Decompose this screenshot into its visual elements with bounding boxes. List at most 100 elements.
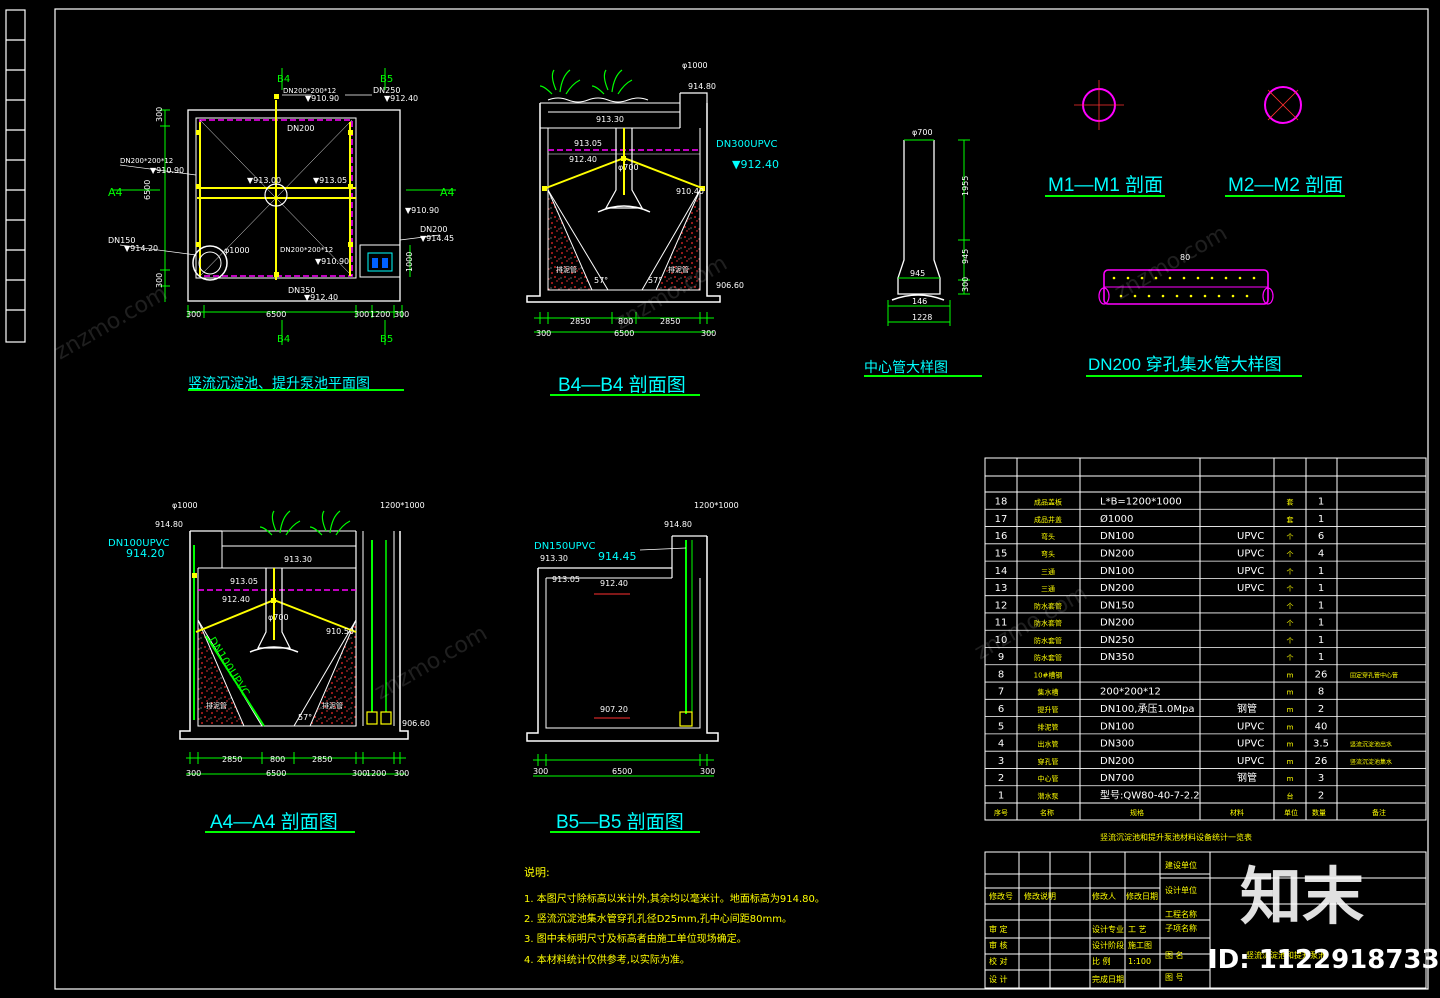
cp-h300: 300 [961, 277, 970, 292]
tb-design-unit: 设计单位 [1165, 885, 1197, 895]
a4-dim-2850a: 2850 [222, 755, 242, 764]
plan-dim-1000: 1000 [405, 252, 414, 272]
table-cell-name: 10#槽钢 [1034, 670, 1063, 679]
tb-sub-project: 子项名称 [1165, 923, 1197, 933]
table-cell-no: 5 [998, 721, 1004, 732]
table-cell-unit: 个 [1287, 585, 1294, 593]
a4-sludge-right: 排泥管 [322, 701, 343, 710]
m2-section-title: M2—M2 剖面 [1228, 174, 1343, 196]
table-cell-unit: m [1287, 706, 1294, 714]
svg-text:数量: 数量 [1312, 808, 1326, 817]
table-cell-qty: 2 [1318, 790, 1324, 801]
table-cell-qty: 4 [1318, 548, 1324, 559]
table-cell-qty: 1 [1318, 566, 1324, 577]
tb-discipline: 设计专业 [1092, 924, 1124, 934]
watermark-layer: znzmo.com znzmo.com znzmo.com znzmo.com … [51, 221, 1232, 705]
table-cell-unit: m [1287, 775, 1294, 783]
table-cell-no: 9 [998, 652, 1004, 663]
svg-text:材料: 材料 [1230, 808, 1244, 817]
note-4: 4. 本材料统计仅供参考,以实际为准。 [524, 953, 690, 966]
plan-a4-right: A4 [440, 186, 455, 199]
table-cell-unit: 个 [1287, 568, 1294, 576]
table-cell-mat: UPVC [1237, 721, 1264, 732]
svg-text:单位: 单位 [1284, 808, 1298, 817]
a4-dim-2850b: 2850 [312, 755, 332, 764]
table-cell-qty: 8 [1318, 687, 1324, 698]
a4-e910-50: 910.50 [326, 627, 354, 636]
plan-e914-45: ▼914.45 [420, 234, 454, 243]
table-cell-unit: m [1287, 671, 1294, 679]
b5-dim-300a: 300 [533, 767, 548, 776]
note-2: 2. 竖流沉淀池集水管穿孔孔径D25mm,孔中心间距80mm。 [524, 912, 792, 925]
table-cell-no: 10 [995, 635, 1008, 646]
table-cell-qty: 3 [1318, 773, 1324, 784]
a4-angle: 57° [298, 713, 312, 722]
table-cell-mat: UPVC [1237, 583, 1264, 594]
a4-e913-05: 913.05 [230, 577, 258, 586]
plan-e910-90a: ▼910.90 [305, 94, 339, 103]
b4-sludge-left: 排泥管 [556, 265, 577, 274]
table-cell-no: 13 [995, 583, 1008, 594]
tb-review: 审 定 [989, 924, 1008, 934]
tb-drawing-name: 图 名 [1165, 950, 1184, 960]
table-cell-unit: 个 [1287, 533, 1294, 541]
table-cell-unit: 个 [1287, 602, 1294, 610]
table-cell-spec: DN200 [1100, 756, 1134, 767]
b4-phi1000: φ1000 [682, 61, 708, 70]
a4-section [179, 510, 409, 833]
b4-angle-left: 57° [594, 276, 608, 285]
b4-e913-05: 913.05 [574, 139, 602, 148]
table-cell-unit: 个 [1287, 637, 1294, 645]
a4-lid: 1200*1000 [380, 501, 425, 510]
b4-e912-40b: ▼912.40 [732, 158, 779, 171]
plan-e910-90b: ▼910.90 [150, 166, 184, 175]
table-cell-unit: m [1287, 758, 1294, 766]
table-cell-no: 14 [995, 566, 1008, 577]
note-3: 3. 图中未标明尺寸及标高者由施工单位现场确定。 [524, 932, 747, 945]
table-cell-no: 3 [998, 756, 1004, 767]
cp-h1955: 1955 [961, 176, 970, 196]
a4-dim-300c: 300 [394, 769, 409, 778]
table-cell-name: 提升管 [1038, 705, 1059, 714]
a4-phi700: φ700 [268, 613, 289, 622]
table-cell-unit: 个 [1287, 550, 1294, 558]
plan-title: 竖流沉淀池、提升泵池平面图 [188, 375, 370, 391]
table-title: 竖流沉淀池和提升泵池材料设备统计一览表 [1100, 832, 1252, 842]
b4-e913-30: 913.30 [596, 115, 624, 124]
b5-e913-30: 913.30 [540, 554, 568, 563]
table-cell-name: 成品井盖 [1034, 515, 1062, 524]
table-cell-spec: DN100 [1100, 566, 1134, 577]
table-cell-no: 4 [998, 739, 1004, 750]
b4-dim-2850a: 2850 [570, 317, 590, 326]
table-cell-unit: 台 [1287, 791, 1294, 800]
tb-rev-no: 修改号 [989, 891, 1013, 901]
b4-dim-300b: 300 [701, 329, 716, 338]
dn200-title: DN200 穿孔集水管大样图 [1088, 355, 1282, 374]
tb-stage-val: 施工图 [1128, 940, 1152, 950]
table-cell-mat: UPVC [1237, 548, 1264, 559]
table-cell-mat: UPVC [1237, 531, 1264, 542]
table-cell-spec: DN250 [1100, 635, 1134, 646]
table-cell-spec: DN700 [1100, 773, 1134, 784]
watermark-site-3: znzmo.com [1111, 221, 1232, 305]
table-cell-name: 成品盖板 [1034, 498, 1062, 507]
b5-e914-45: 914.45 [598, 550, 637, 563]
dn200-pipe-detail [1086, 269, 1302, 377]
notes-heading: 说明: [524, 865, 550, 879]
svg-text:序号: 序号 [994, 808, 1008, 817]
tb-discipline-val: 工 艺 [1128, 925, 1147, 934]
svg-text:名称: 名称 [1040, 808, 1054, 817]
table-cell-name: 排泥管 [1038, 722, 1059, 731]
watermark-site-1: znzmo.com [51, 281, 172, 365]
b4-phi700: φ700 [618, 163, 639, 172]
table-cell-qty: 1 [1318, 635, 1324, 646]
a4-dim-6500: 6500 [266, 769, 286, 778]
table-cell-qty: 40 [1315, 721, 1328, 732]
table-cell-unit: 套 [1287, 515, 1294, 524]
sheet-frame [5, 8, 1429, 990]
table-cell-spec: DN350 [1100, 652, 1134, 663]
table-cell-mat: UPVC [1237, 739, 1264, 750]
table-cell-no: 7 [998, 687, 1004, 698]
b5-section [526, 535, 719, 833]
